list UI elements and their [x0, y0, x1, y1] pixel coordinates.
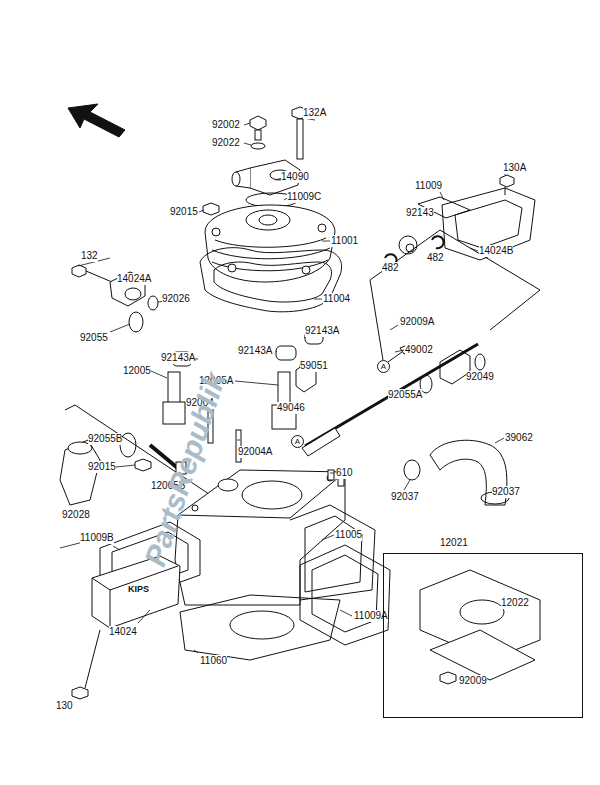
part-number: 14024A — [117, 273, 151, 285]
part-number: 12005 — [123, 365, 151, 377]
part-number: 610 — [336, 467, 353, 479]
part-number: 39062 — [505, 432, 533, 444]
part-number: 92143A — [305, 325, 339, 337]
part-number: 11005 — [335, 529, 362, 541]
part-group-box: 120211202292009 — [383, 553, 583, 718]
part-number: 92037 — [492, 486, 520, 498]
part-number: 14024B — [479, 245, 513, 257]
part-number: 11009B — [80, 532, 114, 544]
part-number: 14024 — [109, 626, 137, 638]
part-number: 482 — [382, 262, 399, 274]
part-number: 92026 — [162, 293, 190, 305]
part-number: 130A — [503, 162, 526, 174]
part-number: 92037 — [391, 491, 419, 503]
part-number: 92055B — [88, 433, 122, 445]
part-number: 11009C — [287, 191, 321, 203]
part-number: 92143 — [406, 207, 434, 219]
part-number: 12021 — [440, 537, 468, 549]
reference-circle: A — [377, 360, 390, 373]
part-number: 11001 — [331, 235, 358, 247]
reference-letter: A — [378, 361, 389, 372]
part-number: 132A — [303, 107, 326, 119]
part-number: 92004A — [238, 446, 272, 458]
part-number: 92055 — [80, 332, 108, 344]
part-number: 130 — [56, 700, 73, 712]
part-number: 49002 — [405, 344, 433, 356]
part-number: 92015 — [88, 461, 116, 473]
part-number: 92055A — [388, 389, 422, 401]
part-number: 92009A — [400, 316, 434, 328]
part-number: 11060 — [200, 655, 227, 667]
part-number: 12022 — [501, 597, 529, 609]
reference-circle: A — [291, 435, 304, 448]
part-number: 59051 — [300, 360, 328, 372]
part-number: 92015 — [170, 206, 198, 218]
part-number: 92143A — [238, 345, 272, 357]
part-number: 92002 — [212, 119, 240, 131]
part-number: 92143A — [161, 352, 195, 364]
part-number: 92022 — [212, 137, 240, 149]
part-marking: KIPS — [128, 583, 149, 595]
part-number: 11004 — [323, 293, 350, 305]
reference-letter: A — [292, 436, 303, 447]
part-number: 92028 — [62, 509, 90, 521]
part-number: 92049 — [466, 371, 494, 383]
part-number: 92009 — [459, 675, 487, 687]
part-number: 482 — [427, 252, 444, 264]
part-number: 11009 — [415, 180, 442, 192]
part-number: 49046 — [277, 402, 305, 414]
part-number: 14090 — [281, 171, 309, 183]
part-number: 132 — [81, 250, 98, 262]
